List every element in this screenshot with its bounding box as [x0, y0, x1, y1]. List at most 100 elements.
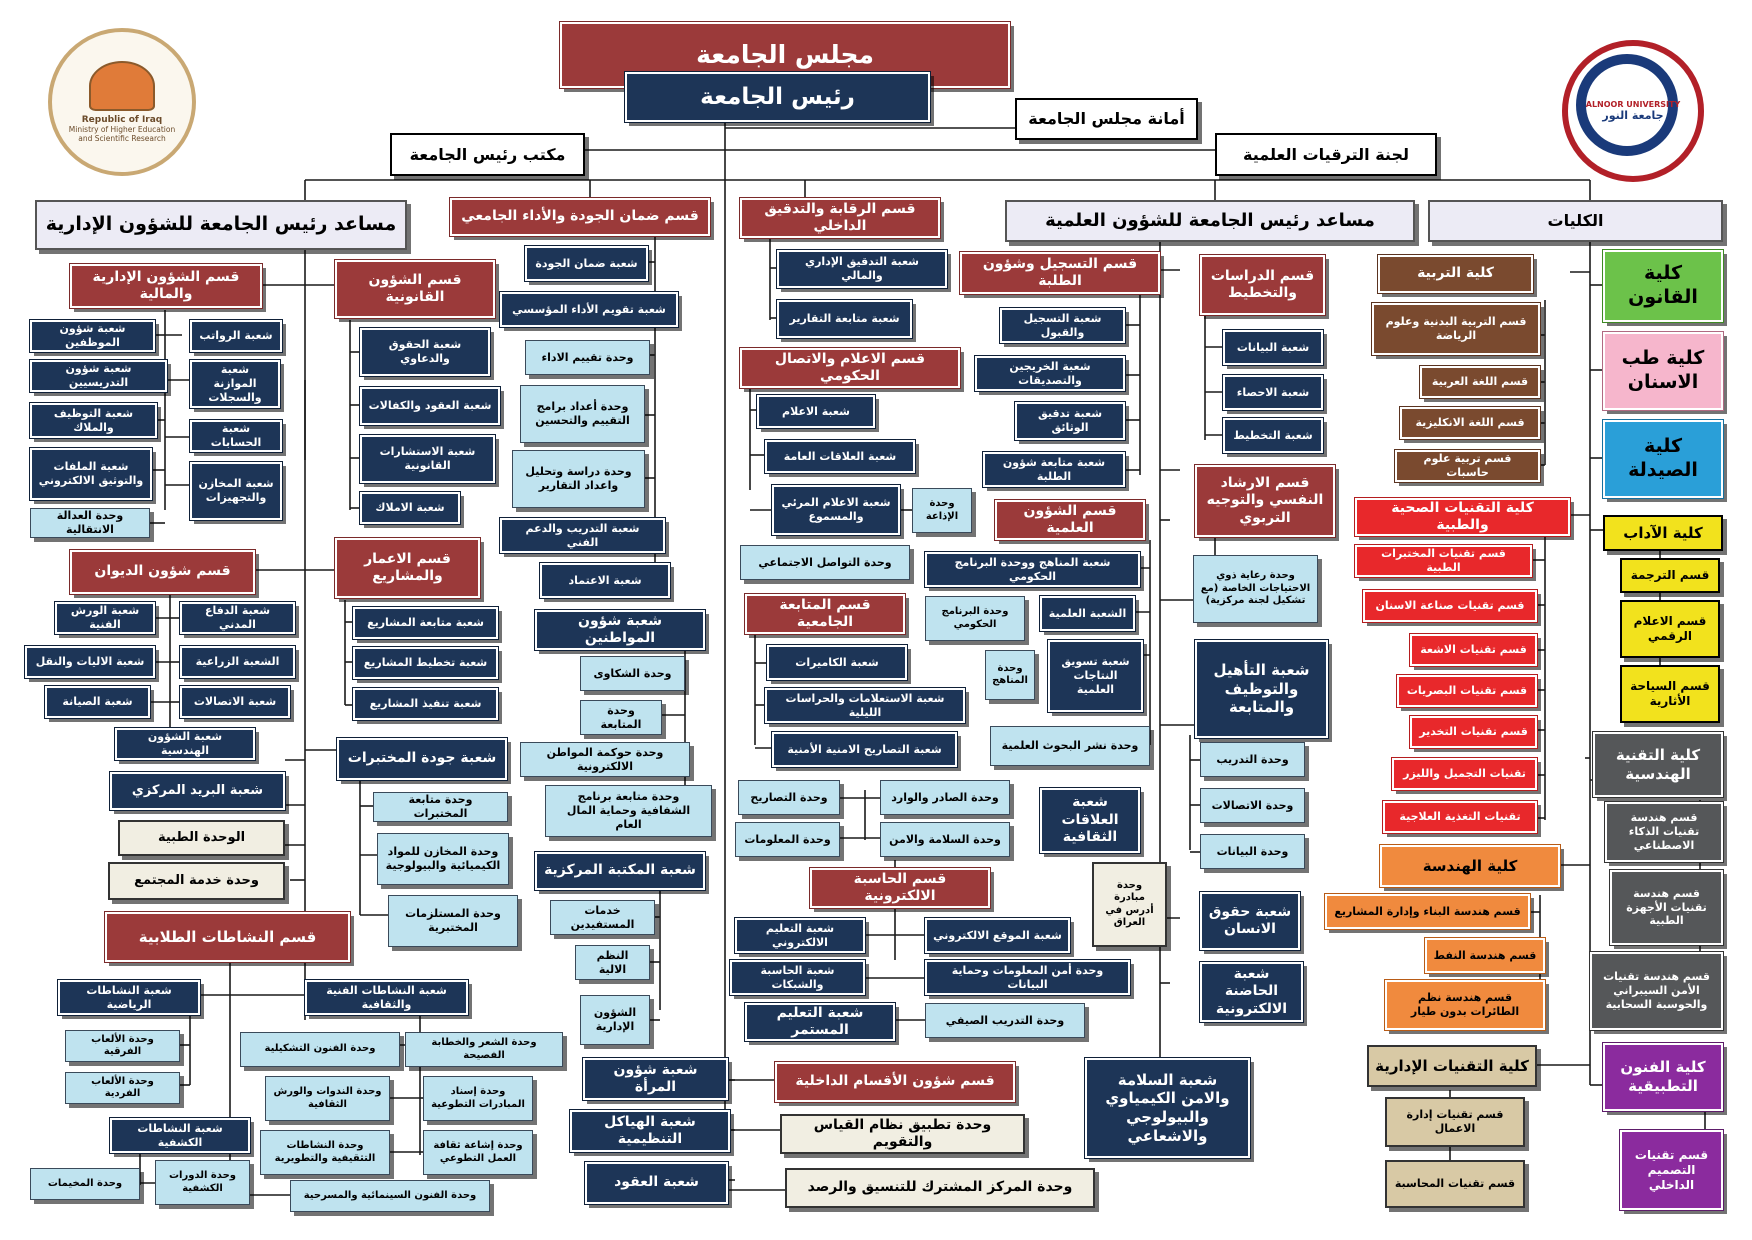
- dentistry-college: كلية طب الاسنان: [1602, 331, 1724, 411]
- mail-branch: شعبة البريد المركزي: [109, 771, 286, 811]
- beneficiary-services: خدمات المستفيدين: [550, 900, 655, 935]
- pe-dept: قسم التربية البدنية وعلوم الرياضة: [1371, 302, 1541, 356]
- anesthesia-dept: قسم تقنيات التخدير: [1409, 715, 1538, 749]
- measurement-unit: وحدة تطبيق نظام القياس والتقويم: [780, 1114, 1025, 1154]
- library-admin: الشؤون الإدارية: [580, 995, 650, 1045]
- medical-labs-dept: قسم تقنيات المختبرات الطبية: [1354, 544, 1533, 578]
- cinema-unit: وحدة الفنون السينمائية والمسرحية: [290, 1180, 490, 1212]
- computer-dept: قسم الحاسبة الالكترونية: [809, 867, 991, 909]
- sports-branch: شعبة النشاطات الرياضية: [57, 979, 201, 1016]
- audit-admin-branch: شعبة التدقيق الإداري والمالي: [776, 249, 948, 289]
- publish-unit: وحدة نشر البحوث العلمية: [990, 726, 1150, 766]
- pharmacy-college: كلية الصيدلة: [1602, 419, 1724, 499]
- arabic-dept: قسم اللغة العربية: [1419, 365, 1541, 399]
- diwan-dept: قسم شؤون الديوان: [69, 549, 256, 595]
- engineering-college: كلية الهندسة: [1379, 844, 1561, 888]
- cameras-branch: شعبة الكاميرات: [766, 644, 908, 681]
- university-seal-icon: ALNOOR UNIVERSITY جامعة النور: [1562, 40, 1704, 182]
- av-media-branch: شعبة الاعلام المرئي والمسموع: [771, 484, 901, 536]
- rehab-branch: شعبة التأهيل والتوظيف والمتابعة: [1194, 639, 1329, 739]
- labs-supplies-unit: وحدة المستلزمات المختبرية: [388, 895, 518, 947]
- sci-assistant-box: مساعد رئيس الجامعة للشؤون العلمية: [1005, 200, 1415, 242]
- activities-dept: قسم النشاطات الطلابية: [104, 911, 351, 963]
- labs-stores-unit: وحدة المخازن للمواد الكيميائية والبيولوج…: [377, 833, 509, 885]
- ministry-seal-sub: Republic of Iraq: [81, 115, 163, 125]
- university-seal-text: ALNOOR UNIVERSITY: [1585, 100, 1681, 109]
- justice-unit: وحدة العدالة الانتقالية: [30, 508, 150, 538]
- property-branch: شعبة الاملاك: [359, 491, 461, 525]
- dental-tech-dept: قسم تقنيات صناعة الاسنان: [1362, 589, 1538, 623]
- quality-assurance-branch: شعبة ضمان الجودة: [524, 245, 649, 282]
- rehab-training-unit: وحدة التدريب: [1200, 742, 1305, 777]
- admin-assistant-box: مساعد رئيس الجامعة للشؤون الإدارية: [35, 200, 407, 250]
- sci-affairs-dept: قسم الشؤون العلمية: [994, 499, 1146, 541]
- complaints-unit: وحدة الشكاوى: [580, 656, 685, 691]
- audit-dept: قسم الرقابة والتدقيق الداخلي: [739, 197, 941, 239]
- workshops-branch: شعبة الورش الفنية: [54, 601, 156, 635]
- training-support-branch: شعبة التدريب والدعم الفني: [499, 517, 666, 554]
- incubator-branch: شعبة الحاضنة الالكترونية: [1199, 961, 1304, 1023]
- scientific-branch: الشعبة العلمية: [1039, 595, 1136, 632]
- oil-eng-dept: قسم هندسة النفط: [1424, 937, 1546, 974]
- radiology-dept: قسم تقنيات الاشعة: [1409, 633, 1538, 667]
- reports-unit: وحدة دراسة وتحليل واعداد التقارير: [512, 450, 645, 508]
- interior-design-dept: قسم تقنيات التصميم الداخلي: [1619, 1129, 1724, 1211]
- education-college: كلية التربية: [1377, 254, 1534, 294]
- cyber-dept: قسم هندسة تقنيات الأمن السيبراني والحوسب…: [1589, 951, 1724, 1031]
- business-dept: قسم تقنيات إدارة الاعمال: [1385, 1097, 1525, 1147]
- nutrition-dept: تقنيات التغذية العلاجية: [1382, 800, 1538, 834]
- health-college: كلية التقنيات الصحية والطبية: [1354, 497, 1571, 537]
- info-unit: وحدة المعلومات: [735, 822, 840, 857]
- employment-branch: شعبة التوظيف والملاك: [29, 402, 158, 439]
- networks-branch: شعبة الحاسبة والشبكات: [729, 959, 866, 996]
- projects-follow-branch: شعبة متابعة المشاريع: [352, 606, 499, 640]
- agri-branch: الشعبة الزراعية: [179, 645, 296, 679]
- media-branch: شعبة الاعلام: [756, 394, 876, 429]
- cs-edu-dept: قسم تربية علوم حاسبات: [1394, 449, 1541, 483]
- safety-branch: شعبة السلامة والامن الكيمياوي والبيولوجي…: [1084, 1057, 1251, 1159]
- perf-eval-unit: وحدة تقييم الاداء: [525, 340, 650, 375]
- docs-branch: شعبة تدقيق الوثائق: [1014, 401, 1126, 441]
- medical-unit: الوحدة الطبية: [118, 820, 285, 856]
- arts-college: كلية الآداب: [1603, 515, 1723, 551]
- maint-branch: شعبة الصيانة: [44, 685, 151, 719]
- eval-programs-unit: وحدة أعداد برامج التقييم والتحسين: [520, 385, 645, 443]
- volunteer-support-unit: وحدة إسناد المبادرات التطوعية: [423, 1076, 533, 1121]
- drones-dept: قسم هندسة نظم الطائرات بدون طيار: [1384, 979, 1546, 1031]
- rehab-data-unit: وحدة البيانات: [1200, 834, 1305, 869]
- president-office-box: مكتب رئيس الجامعة: [390, 133, 585, 176]
- finance-dept: قسم الشؤون الإدارية والمالية: [69, 263, 263, 309]
- public-relations-branch: شعبة العلاقات العامة: [764, 439, 916, 474]
- internal-dept: قسم شؤون الأقسام الداخلية: [774, 1061, 1016, 1103]
- special-needs-unit: وحدة رعاية ذوي الاحتياجات الخاصة (مع تشك…: [1193, 555, 1318, 623]
- digital-media-dept: قسم الاعلام الرقمي: [1620, 600, 1720, 658]
- projects-plan-branch: شعبة تخطيط المشاريع: [352, 646, 499, 680]
- website-branch: شعبة الموقع الالكتروني: [924, 917, 1071, 954]
- planning-branch: شعبة التخطيط: [1222, 417, 1324, 454]
- plastic-arts-unit: وحدة الفنون التشكيلية: [240, 1032, 400, 1067]
- permits-unit: وحدة التصاريح: [738, 780, 840, 815]
- curricula-unit: وحدة المناهج: [985, 650, 1035, 700]
- medical-devices-dept: قسم هندسة تقنيات الأجهزة الطبية: [1609, 869, 1724, 946]
- university-seal-sub: جامعة النور: [1602, 109, 1664, 122]
- intel-branch: شعبة الاستعلامات والحراسات الليلية: [764, 687, 966, 724]
- teaching-branch: شعبة شؤون التدريسيين: [29, 359, 168, 393]
- legal-dept: قسم الشؤون القانونية: [334, 259, 496, 319]
- accounting-dept: قسم تقنيات المحاسبة: [1385, 1160, 1525, 1208]
- grads-branch: شعبة الخريجين والتصديقات: [974, 355, 1126, 392]
- guidance-dept: قسم الارشاد النفسي والتوجيه التربوي: [1194, 464, 1336, 538]
- studies-dept: قسم الدراسات والتخطيط: [1199, 254, 1326, 316]
- salaries-branch: شعبة الرواتب: [189, 319, 283, 353]
- gov-program-unit: وحدة البرنامج الحكومي: [925, 596, 1025, 641]
- inst-eval-branch: شعبة تقويم الأداء المؤسسي: [499, 291, 679, 328]
- civil-eng-dept: قسم هندسة البناء وإدارة المشاريع: [1324, 893, 1531, 930]
- permits-branch: شعبة التصاريح الامنية الأمنية: [771, 731, 958, 768]
- consult-branch: شعبة الاستشارات القانونية: [359, 434, 496, 484]
- fine-arts-college: كلية الفنون التطبيقية: [1602, 1042, 1724, 1112]
- labs-follow-unit: وحدة متابعة المختبرات: [373, 792, 508, 822]
- ai-dept: قسم هندسة تقنيات الذكاء الاصطناعي: [1604, 801, 1724, 863]
- university-seal-ring: [1576, 54, 1678, 156]
- stores-branch: شعبة المخازن والتجهيزات: [189, 461, 283, 521]
- civil-defense-branch: شعبة الدفاع المدني: [179, 601, 296, 635]
- budget-branch: شعبة الموازنة والسجلات: [189, 359, 281, 409]
